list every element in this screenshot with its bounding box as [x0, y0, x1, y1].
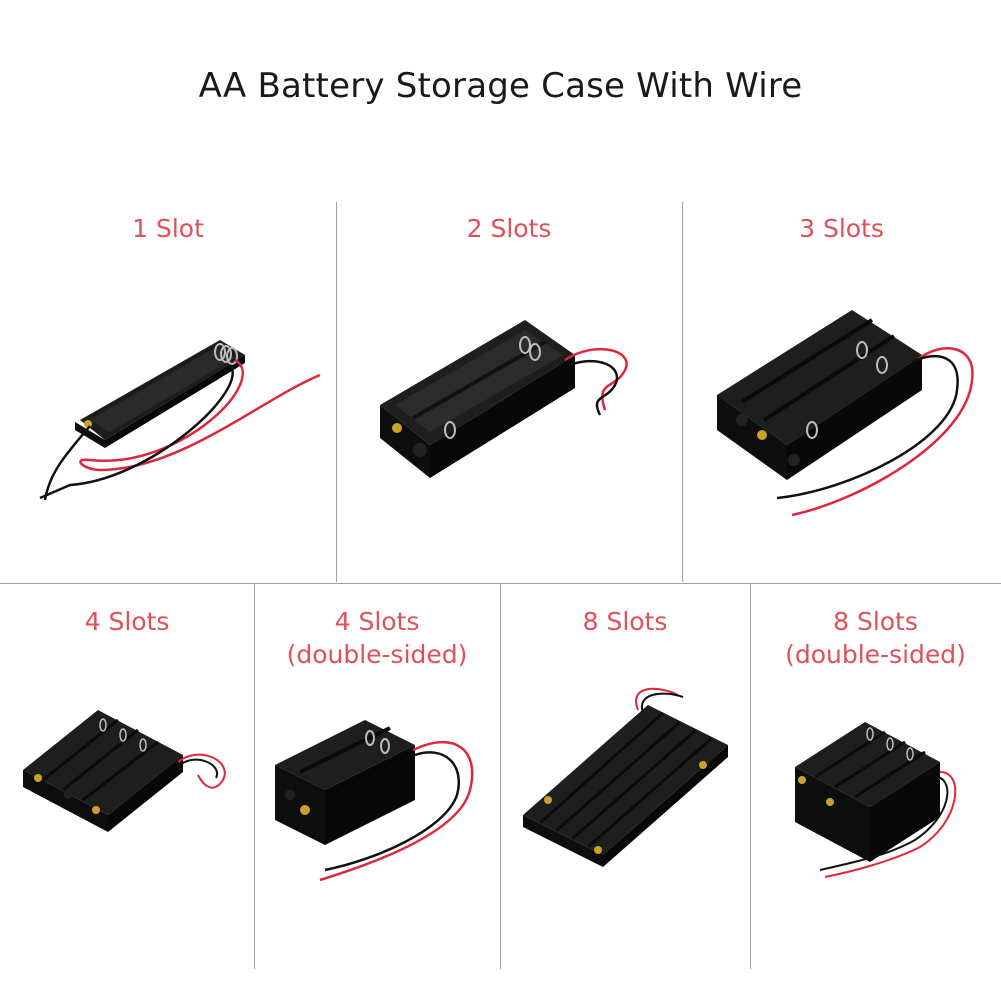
variant-label: 4 Slots [84, 607, 170, 636]
divider [750, 584, 751, 969]
page-title: AA Battery Storage Case With Wire [198, 66, 803, 106]
battery-holder-4-slots-icon [23, 710, 226, 832]
divider [500, 584, 501, 969]
variant-label-4-slots: 4 Slots [0, 605, 254, 638]
divider [254, 584, 255, 969]
battery-holder-3-slots-icon [717, 310, 974, 517]
divider [682, 202, 683, 582]
variant-sublabel: (double-sided) [286, 640, 468, 669]
variant-label-4-slots-double: 4 Slots (double-sided) [254, 605, 500, 671]
variant-label: 3 Slots [799, 214, 884, 243]
battery-holder-2-slots-icon [380, 320, 628, 478]
battery-holder-4-slots-double-sided-icon [275, 720, 474, 882]
variant-label-8-slots: 8 Slots [500, 605, 750, 638]
variant-label-2-slots: 2 Slots [336, 212, 682, 245]
variant-label-1-slot: 1 Slot [0, 212, 336, 245]
battery-holder-1-slot-icon [39, 340, 321, 501]
divider [0, 583, 1001, 584]
variant-label: 8 Slots [582, 607, 668, 636]
variant-sublabel: (double-sided) [785, 640, 966, 669]
variant-label: 4 Slots [334, 607, 420, 636]
battery-holder-8-slots-icon [523, 687, 728, 867]
variant-label: 2 Slots [466, 214, 552, 243]
variant-label-8-slots-double: 8 Slots (double-sided) [750, 605, 1001, 671]
variant-label: 8 Slots [833, 607, 918, 636]
variant-label: 1 Slot [132, 214, 204, 243]
divider [336, 202, 337, 582]
variant-label-3-slots: 3 Slots [682, 212, 1001, 245]
battery-holder-8-slots-double-sided-icon [795, 722, 957, 878]
